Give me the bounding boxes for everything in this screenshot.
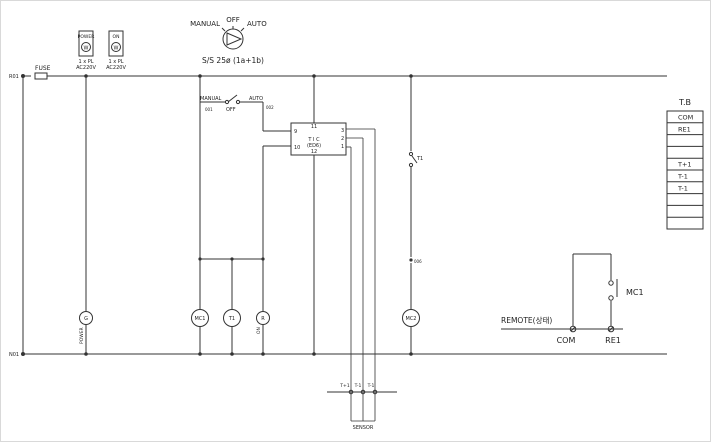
remote-com-terminal: [569, 325, 577, 333]
selector-auto-label: AUTO: [247, 20, 267, 28]
power-lamp-branch: [79, 76, 93, 354]
controller-wiring: [262, 76, 376, 422]
wire-006-label: 006: [414, 259, 422, 264]
t1-coil-label: T1: [228, 316, 235, 322]
on-lamp-voltage: AC220V: [106, 65, 126, 71]
tic-terminal-11: 11: [311, 124, 317, 130]
terminal-block-row: T-1: [677, 184, 688, 192]
power-lamp-voltage: AC220V: [76, 65, 96, 71]
t1-coil: [223, 259, 241, 354]
remote-re1-label: RE1: [605, 336, 621, 345]
sensor-terminals: [327, 389, 397, 395]
terminal-block-row: T-1: [677, 173, 688, 181]
power-lamp-spec: 1 x PL: [78, 59, 93, 65]
tic-terminal-1: 1: [341, 144, 344, 150]
bottom-bus-label: N01: [9, 352, 19, 358]
on-lamp-label: ON: [113, 34, 120, 40]
on-lamp-branch: [256, 259, 270, 354]
tic-model: (ED6): [307, 143, 321, 149]
tic-terminal-3: 3: [341, 128, 344, 134]
on-lamp-circuit-symbol: R: [261, 316, 265, 322]
selector-manual-label: MANUAL: [190, 20, 220, 28]
fuse-label: FUSE: [35, 65, 51, 72]
mc2-coil-label: MC2: [406, 316, 417, 322]
terminal-block-row: RE1: [678, 125, 691, 133]
on-lamp-circuit-label: ON: [256, 327, 262, 334]
temperature-controller: [290, 122, 347, 156]
remote-re1-terminal: [607, 325, 615, 333]
selector-switch-branch: [199, 76, 291, 259]
switch-auto-label: AUTO: [249, 96, 263, 102]
top-bus: [21, 72, 667, 80]
remote-circuit: [501, 253, 623, 333]
remote-com-label: COM: [557, 336, 576, 345]
power-lamp-symbol: W: [84, 46, 89, 52]
remote-label: REMOTE(상태): [501, 315, 552, 325]
on-lamp-spec: 1 x PL: [108, 59, 123, 65]
wire-002-label: 002: [266, 105, 274, 110]
sensor-terminal-t+1: T+1: [339, 383, 350, 389]
selector-spec: S/S 25ø (1a+1b): [202, 56, 264, 65]
power-lamp-circuit-label: POWER: [79, 327, 85, 344]
on-pilot-lamp-icon: W: [108, 30, 124, 57]
wire-001-label: 001: [205, 107, 213, 112]
terminal-block-row: T+1: [677, 161, 692, 169]
tic-terminal-9: 9: [294, 129, 297, 135]
mc1-coil: [191, 259, 209, 354]
sensor-label: SENSOR: [353, 425, 374, 431]
bottom-bus: [21, 352, 667, 356]
sensor-terminal-t-1-a: T-1: [354, 383, 362, 389]
terminal-block-row: COM: [678, 114, 693, 122]
selector-off-label: OFF: [226, 16, 240, 24]
mc1-coil-label: MC1: [195, 316, 206, 322]
tic-terminal-2: 2: [341, 136, 344, 142]
top-bus-label: R01: [9, 74, 19, 80]
remote-mc1-label: MC1: [626, 288, 644, 297]
tic-terminal-12: 12: [311, 149, 317, 155]
power-pilot-lamp-icon: W: [78, 30, 94, 57]
tic-title: T I C: [307, 137, 320, 143]
t1-contact-label: T1: [416, 156, 423, 162]
terminal-block-title: T.B: [678, 98, 691, 107]
power-lamp-label: POWER: [78, 34, 95, 40]
switch-off-label: OFF: [226, 107, 236, 113]
sensor-terminal-t-1-b: T-1: [367, 383, 375, 389]
mc2-branch: [402, 76, 420, 354]
selector-switch-icon: [221, 26, 245, 50]
switch-manual-label: MANUAL: [200, 96, 222, 102]
tic-terminal-10: 10: [294, 145, 300, 151]
power-lamp-circuit-symbol: G: [84, 316, 88, 322]
on-lamp-symbol: W: [114, 46, 119, 52]
fuse-symbol: [34, 72, 48, 80]
